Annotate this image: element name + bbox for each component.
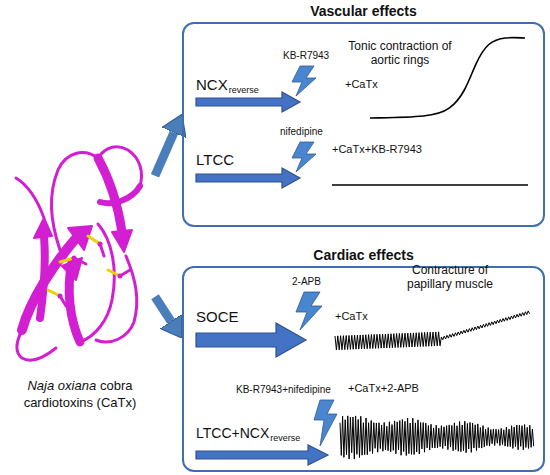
papillary-trace [340, 416, 534, 459]
contracture-trace [335, 311, 530, 350]
toxin-figure: Naja oxianacobra cardiotoxins (CaTx) [5, 140, 155, 415]
channel-name: LTCC+NCX [196, 425, 269, 441]
effect-text: Contracture of papillary muscle [390, 264, 510, 292]
block-arrows [196, 92, 328, 465]
effects-panel: Cardiac effects [182, 266, 545, 472]
inhibitor-name: nifedipine [280, 126, 323, 138]
inhibitor-name: 2-APB [292, 276, 321, 288]
inhibitor-name: KB-R7943+nifedipine [236, 384, 331, 396]
condition-label: +CaTx [335, 310, 368, 323]
inhibitor-name: KB-R7943 [283, 50, 329, 62]
disulfide-bonds [48, 236, 130, 306]
flat-trace [332, 184, 528, 185]
species-name: Naja oxiana [27, 378, 96, 393]
protein-ribbon [16, 147, 142, 360]
effect-text: Tonic contraction of aortic rings [335, 40, 465, 68]
panel-heading: Vascular effects [184, 3, 543, 19]
panel-heading: Cardiac effects [184, 247, 543, 263]
condition-label: +CaTx+KB-R7943 [332, 143, 422, 156]
channel-name: SOCE [196, 308, 239, 325]
effect-arrow [155, 133, 174, 176]
effect-arrow [155, 297, 171, 322]
channel-name: LTCC [196, 151, 234, 168]
channel-subscript: reverse [229, 85, 259, 95]
condition-label: +CaTx [345, 78, 378, 91]
condition-label: +CaTx+2-APB [348, 382, 419, 395]
figure-caption: Naja oxianacobra cardiotoxins (CaTx) [5, 377, 155, 411]
channel-subscript: reverse [270, 433, 300, 443]
channel-name: NCX [196, 76, 228, 93]
